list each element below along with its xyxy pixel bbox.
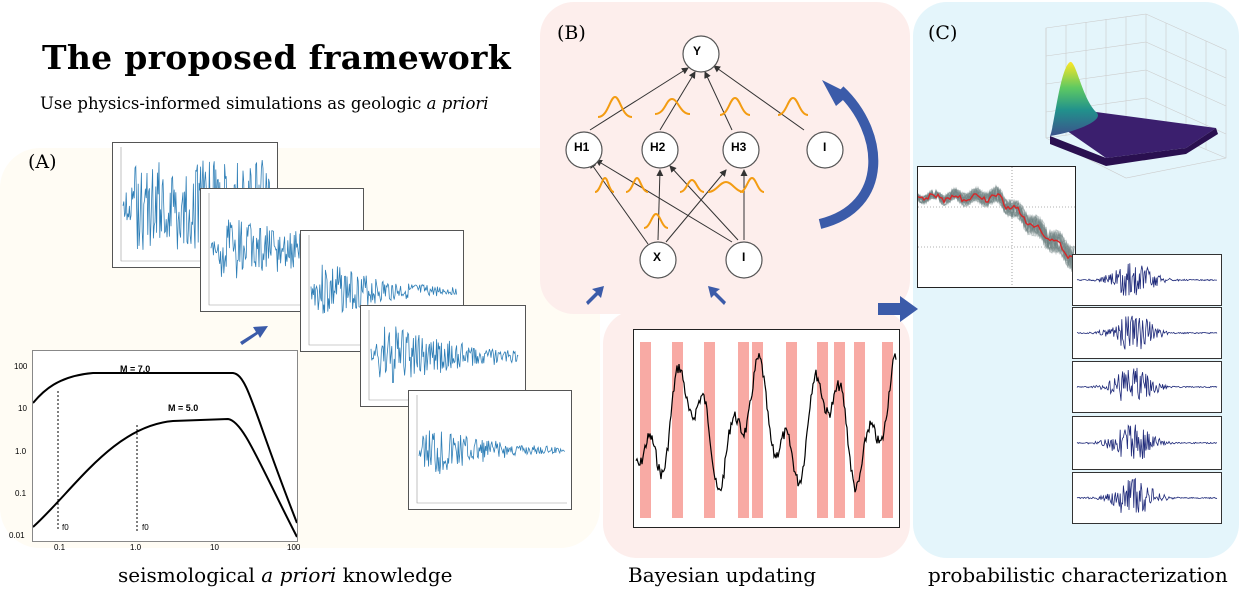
- node-label-h1: H1: [574, 140, 590, 154]
- y-tick-0-1: 0.1: [15, 489, 27, 498]
- trace-1: [1076, 263, 1217, 296]
- subtitle-prefix: Use physics-informed simulations as geol…: [40, 94, 427, 113]
- x-tick-1: 1.0: [130, 543, 142, 552]
- node-label-i-top: I: [823, 140, 827, 154]
- source-spectrum-svg: [33, 372, 297, 538]
- node-h2: [641, 131, 679, 169]
- x-tick-0-1: 0.1: [54, 543, 66, 552]
- trace-panel-4: [1072, 416, 1222, 470]
- node-label-h3: H3: [731, 140, 747, 154]
- subtitle: Use physics-informed simulations as geol…: [40, 94, 489, 113]
- trace-panel-3: [1072, 361, 1222, 413]
- panel-c-label: (C): [928, 22, 958, 44]
- up-arrow-right-icon: [708, 286, 726, 305]
- y-tick-1: 1.0: [15, 447, 27, 456]
- trace-panel-5: [1072, 472, 1222, 524]
- trace-panel-2: [1072, 307, 1222, 359]
- y-tick-0-01: 0.01: [9, 531, 25, 540]
- node-y: [682, 35, 720, 73]
- node-label-i-bottom: I: [742, 250, 746, 264]
- y-tick-100: 100: [14, 362, 28, 371]
- corner-label-1: f0: [62, 523, 69, 532]
- page-title: The proposed framework: [42, 38, 511, 77]
- source-spectrum-plot: [32, 350, 298, 542]
- trace-5: [1076, 477, 1218, 513]
- network-edges: [589, 65, 805, 245]
- posterior-surface-3d: [1045, 13, 1227, 179]
- curve-label-m7: M = 7.0: [120, 364, 151, 374]
- trace-4: [1076, 424, 1217, 460]
- node-label-x: X: [653, 250, 662, 264]
- flow-arrow-icon: [240, 326, 268, 345]
- node-x: [639, 241, 677, 279]
- caption-a-suffix: knowledge: [336, 563, 453, 587]
- subtitle-emphasis: a priori: [426, 94, 489, 113]
- node-i-bottom: [725, 241, 763, 279]
- node-h3: [722, 131, 760, 169]
- panel-b-label: (B): [557, 22, 586, 44]
- trace-panel-1: [1072, 254, 1222, 306]
- trace-2: [1076, 315, 1218, 350]
- spectrum-curve-m7: [33, 372, 297, 524]
- panel-a-label: (A): [28, 151, 57, 173]
- up-arrow-left-icon: [586, 286, 604, 305]
- bayesian-network: [565, 35, 879, 305]
- x-tick-10: 10: [210, 543, 219, 552]
- signal-bar-svg: [635, 342, 897, 518]
- corner-label-2: f0: [142, 523, 149, 532]
- waveform-5: [416, 395, 567, 504]
- node-i-top: [806, 131, 844, 169]
- caption-a: seismological a priori knowledge: [118, 563, 453, 587]
- trace-3: [1076, 367, 1218, 401]
- caption-a-emphasis: a priori: [261, 563, 337, 587]
- y-tick-10: 10: [18, 404, 27, 413]
- spectrum-curve-m5: [33, 417, 297, 538]
- posterior-samples-plot: [917, 166, 1076, 288]
- right-arrow-icon: [878, 296, 918, 322]
- caption-b: Bayesian updating: [628, 563, 817, 587]
- x-tick-100: 100: [287, 543, 301, 552]
- caption-a-prefix: seismological: [118, 563, 262, 587]
- node-label-h2: H2: [650, 140, 666, 154]
- node-h1: [565, 131, 603, 169]
- posterior-samples-svg: [918, 167, 1075, 287]
- curve-label-m5: M = 5.0: [168, 403, 199, 413]
- signal-bar-plot: [633, 329, 900, 528]
- caption-c: probabilistic characterization: [928, 563, 1228, 587]
- node-label-y: Y: [693, 44, 702, 58]
- waveform-panel-5: [408, 390, 572, 510]
- distribution-glyphs: [594, 95, 809, 229]
- feedback-arrow-icon: [822, 80, 850, 106]
